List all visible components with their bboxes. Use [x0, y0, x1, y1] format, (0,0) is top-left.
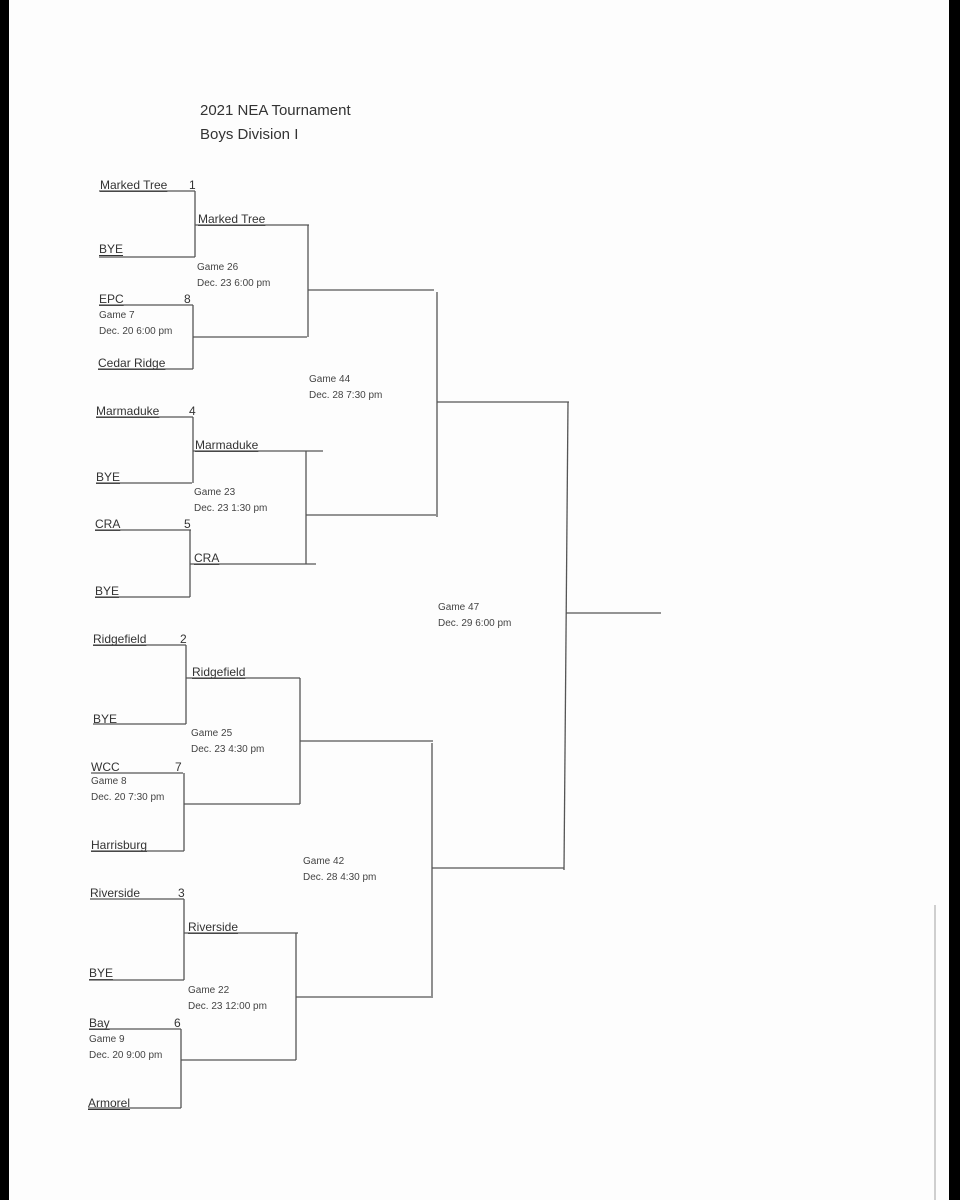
game-label: Game 22: [188, 985, 230, 996]
game-time: Dec. 20 7:30 pm: [91, 792, 165, 803]
game-label: Game 25: [191, 728, 233, 739]
game-time: Dec. 28 7:30 pm: [309, 390, 383, 401]
game-time: Dec. 20 9:00 pm: [89, 1050, 163, 1061]
round1-team: BYE: [96, 470, 121, 484]
game-time: Dec. 23 4:30 pm: [191, 744, 265, 755]
game-label: Game 7: [99, 310, 135, 321]
round1-team: BYE: [93, 712, 118, 726]
game-label: Game 47: [438, 602, 480, 613]
round2-team: Ridgefield: [192, 665, 246, 679]
round2-team: CRA: [194, 551, 220, 565]
game-label: Game 26: [197, 262, 239, 273]
round1-team: Bay: [89, 1016, 110, 1030]
game-time: Dec. 20 6:00 pm: [99, 326, 173, 337]
round1-team: Marked Tree: [100, 178, 168, 192]
round1-team: Riverside: [90, 886, 141, 900]
round2-team: Riverside: [188, 920, 239, 934]
game-label: Game 23: [194, 487, 236, 498]
game-time: Dec. 23 12:00 pm: [188, 1001, 267, 1012]
tournament-title: 2021 NEA Tournament: [200, 102, 351, 119]
round1-team: EPC: [99, 292, 124, 306]
round1-team: BYE: [99, 242, 124, 256]
seed-number: 2: [180, 632, 187, 646]
game-label: Game 8: [91, 776, 127, 787]
seed-number: 7: [175, 760, 182, 774]
game-time: Dec. 28 4:30 pm: [303, 872, 377, 883]
seed-number: 4: [189, 404, 196, 418]
game-time: Dec. 29 6:00 pm: [438, 618, 512, 629]
game-time: Dec. 23 6:00 pm: [197, 278, 271, 289]
round1-team: BYE: [95, 584, 120, 598]
game-label: Game 44: [309, 374, 351, 385]
round1-team: WCC: [91, 760, 120, 774]
seed-number: 3: [178, 886, 185, 900]
round2-team: Marked Tree: [198, 212, 266, 226]
round1-team: BYE: [89, 966, 114, 980]
seed-number: 5: [184, 517, 191, 531]
round2-team: Marmaduke: [195, 438, 259, 452]
seed-number: 1: [189, 178, 196, 192]
game-label: Game 9: [89, 1034, 125, 1045]
seed-number: 8: [184, 292, 191, 306]
round1-team: Cedar Ridge: [98, 356, 166, 370]
bracket-sheet: [9, 0, 949, 1200]
game-time: Dec. 23 1:30 pm: [194, 503, 268, 514]
seed-number: 6: [174, 1016, 181, 1030]
round1-team: CRA: [95, 517, 121, 531]
round1-team: Armorel: [88, 1096, 131, 1110]
round1-team: Marmaduke: [96, 404, 160, 418]
round1-team: Harrisburg: [91, 838, 148, 852]
game-label: Game 42: [303, 856, 345, 867]
round1-team: Ridgefield: [93, 632, 147, 646]
division-title: Boys Division I: [200, 126, 299, 143]
